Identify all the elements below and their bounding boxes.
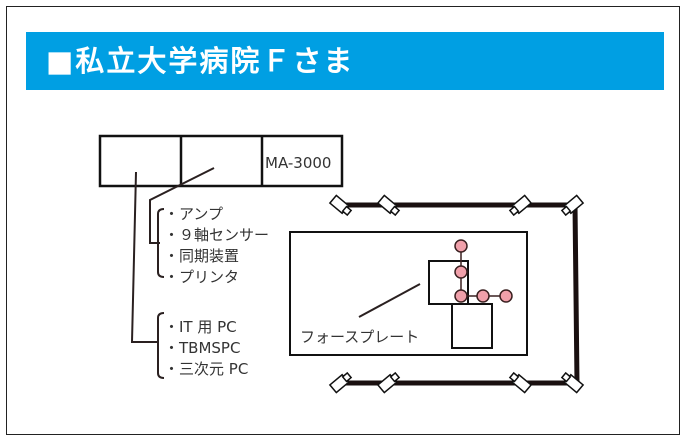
list-item: ・同期装置 xyxy=(164,247,239,265)
device-rack xyxy=(98,134,344,188)
camera-icon xyxy=(328,194,353,217)
connector-line-pc xyxy=(130,171,158,343)
camera-icon xyxy=(376,194,401,217)
camera-icon xyxy=(560,194,585,217)
list-item: ・プリンタ xyxy=(164,268,239,286)
marker xyxy=(454,289,468,303)
force-plate-leader xyxy=(358,283,421,318)
bracket-group2 xyxy=(157,312,165,379)
camera-icon xyxy=(328,371,353,394)
bracket-group1 xyxy=(157,208,165,278)
list-item: ・９軸センサー xyxy=(164,226,269,244)
rack-label-ma3000: MA-3000 xyxy=(265,154,331,172)
outer-frame xyxy=(6,6,680,435)
camera-icon xyxy=(376,371,401,394)
marker xyxy=(454,265,468,279)
camera-icon xyxy=(560,371,585,394)
camera-icon xyxy=(508,194,533,217)
page-title: ■私立大学病院Ｆさま xyxy=(26,32,664,90)
list-item: ・IT 用 PC xyxy=(164,318,237,336)
force-plate-2 xyxy=(451,303,493,349)
connector-line-amp xyxy=(149,167,215,244)
marker xyxy=(476,289,490,303)
list-item: ・三次元 PC xyxy=(164,360,248,378)
list-item: ・TBMSPC xyxy=(164,339,240,357)
list-item: ・アンプ xyxy=(164,205,223,223)
camera-rig-frame xyxy=(340,202,580,386)
marker xyxy=(454,239,468,253)
force-plate-label: フォースプレート xyxy=(300,328,419,346)
camera-icon xyxy=(508,371,533,394)
marker xyxy=(499,289,513,303)
